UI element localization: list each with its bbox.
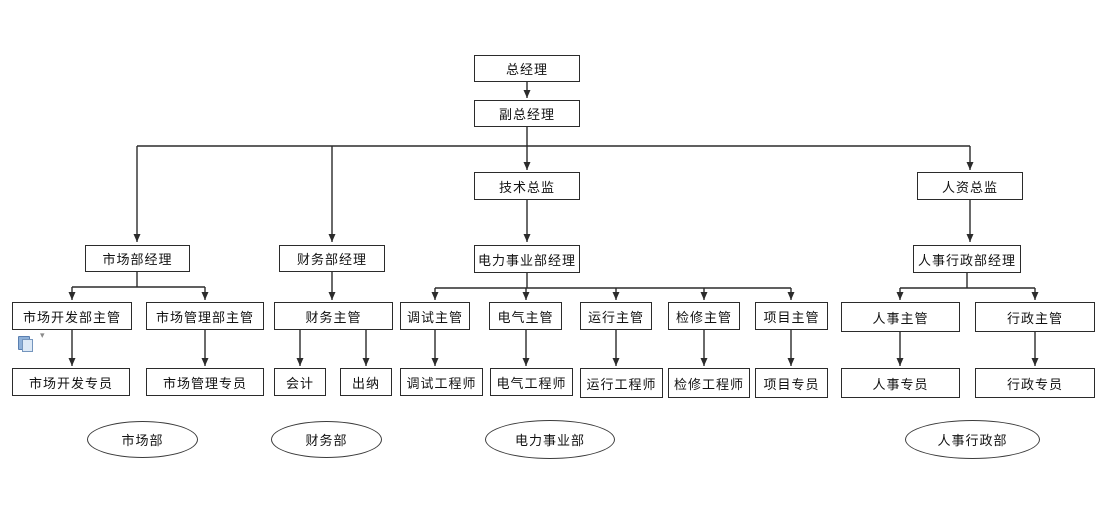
node-operation-supervisor[interactable]: 运行主管 [580,302,652,330]
node-market-dev-supervisor[interactable]: 市场开发部主管 [12,302,132,330]
node-hr-director[interactable]: 人资总监 [917,172,1023,200]
clipboard-page-icon [22,339,33,352]
node-deputy-general-manager[interactable]: 副总经理 [474,100,580,127]
node-commissioning-engineer[interactable]: 调试工程师 [400,368,483,396]
node-admin-specialist[interactable]: 行政专员 [975,368,1095,398]
node-maintenance-engineer[interactable]: 检修工程师 [668,368,750,398]
dept-ellipse-marketing[interactable]: 市场部 [87,421,198,458]
node-hr-specialist[interactable]: 人事专员 [841,368,960,398]
node-finance-supervisor[interactable]: 财务主管 [274,302,393,330]
dept-ellipse-hr-admin[interactable]: 人事行政部 [905,420,1040,459]
node-maintenance-supervisor[interactable]: 检修主管 [668,302,740,330]
node-project-specialist[interactable]: 项目专员 [755,368,828,398]
node-cashier[interactable]: 出纳 [340,368,392,396]
node-market-dev-specialist[interactable]: 市场开发专员 [12,368,130,396]
node-accountant[interactable]: 会计 [274,368,326,396]
node-project-supervisor[interactable]: 项目主管 [755,302,828,330]
node-power-division-manager[interactable]: 电力事业部经理 [474,245,580,273]
node-general-manager[interactable]: 总经理 [474,55,580,82]
node-market-mgmt-specialist[interactable]: 市场管理专员 [146,368,264,396]
paste-dropdown-arrow-icon[interactable]: ▾ [40,331,45,341]
node-electrical-supervisor[interactable]: 电气主管 [489,302,562,330]
node-hr-supervisor[interactable]: 人事主管 [841,302,960,332]
node-technical-director[interactable]: 技术总监 [474,172,580,200]
node-operation-engineer[interactable]: 运行工程师 [580,368,663,398]
node-electrical-engineer[interactable]: 电气工程师 [490,368,573,396]
node-finance-manager[interactable]: 财务部经理 [279,245,385,272]
node-admin-supervisor[interactable]: 行政主管 [975,302,1095,332]
node-hr-admin-manager[interactable]: 人事行政部经理 [913,245,1021,273]
node-marketing-manager[interactable]: 市场部经理 [85,245,190,272]
node-market-mgmt-supervisor[interactable]: 市场管理部主管 [146,302,264,330]
dept-ellipse-finance[interactable]: 财务部 [271,421,382,458]
dept-ellipse-power[interactable]: 电力事业部 [485,420,615,459]
paste-options-icon[interactable] [18,335,33,352]
node-commissioning-supervisor[interactable]: 调试主管 [400,302,470,330]
